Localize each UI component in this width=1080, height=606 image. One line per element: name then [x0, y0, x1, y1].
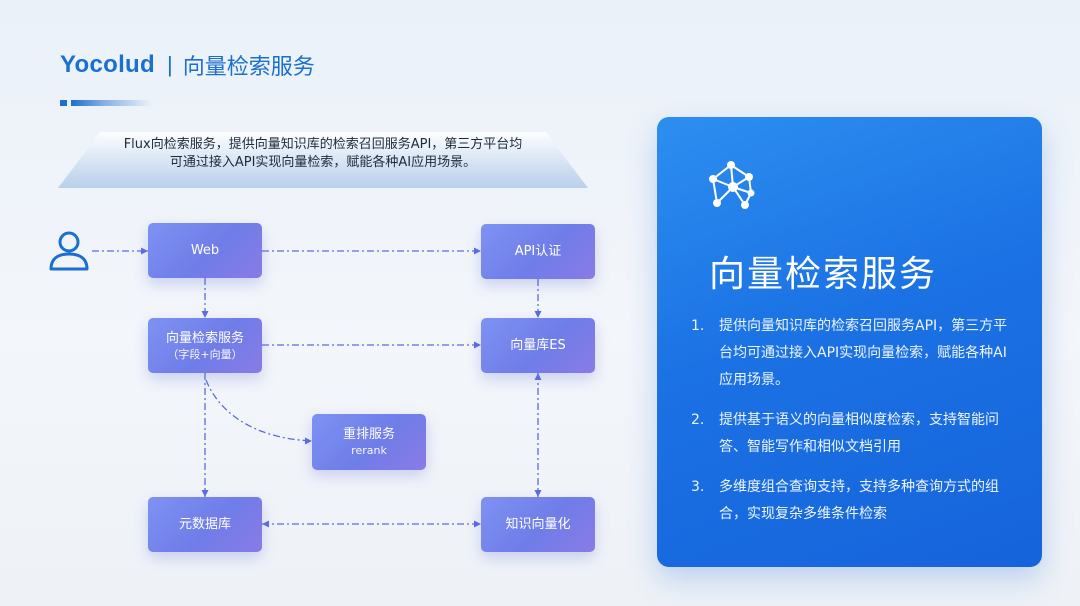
intro-text: Flux向检索服务，提供向量知识库的检索召回服务API，第三方平台均 可通过接入… — [78, 136, 568, 172]
node-vector-search-sub: （字段+向量） — [167, 347, 243, 361]
arrow-metadata-db — [201, 490, 209, 497]
node-web-label: Web — [190, 243, 220, 258]
edge-vector-search-rerank — [205, 379, 313, 442]
arrow-vector-db-top — [534, 311, 542, 318]
intro-line-1: Flux向检索服务，提供向量知识库的检索召回服务API，第三方平台均 — [123, 137, 523, 152]
list-item: 3. 多维度组合查询支持，支持多种查询方式的组合，实现复杂多维条件检索 — [691, 474, 1009, 528]
arrow-metadata-right — [262, 520, 269, 528]
feature-panel: 向量检索服务 1. 提供向量知识库的检索召回服务API，第三方平台均可通过接入A… — [657, 117, 1042, 567]
arrow-vector-db-left — [474, 341, 481, 349]
node-vector-db: 向量库ES — [481, 318, 595, 373]
title-separator: | — [166, 52, 173, 77]
arrow-rerank — [305, 437, 312, 445]
list-item-text: 提供向量知识库的检索召回服务API，第三方平台均可通过接入API实现向量检索，赋… — [719, 318, 1008, 388]
node-metadata-db-label: 元数据库 — [178, 517, 231, 532]
list-item-text: 提供基于语义的向量相似度检索，支持智能问答、智能写作和相似文档引用 — [719, 412, 999, 455]
arrow-web — [141, 247, 148, 255]
node-web: Web — [148, 223, 262, 278]
node-metadata-db: 元数据库 — [148, 497, 262, 552]
list-item: 1. 提供向量知识库的检索召回服务API，第三方平台均可通过接入API实现向量检… — [691, 313, 1009, 394]
node-rerank-sub: rerank — [351, 444, 387, 457]
network-icon — [709, 161, 755, 209]
intro-line-2: 可通过接入API实现向量检索，赋能各种AI应用场景。 — [169, 155, 477, 170]
panel-title: 向量检索服务 — [709, 254, 938, 295]
node-api-auth: API认证 — [481, 224, 595, 279]
node-vector-search: 向量检索服务 （字段+向量） — [148, 318, 262, 373]
list-item-text: 多维度组合查询支持，支持多种查询方式的组合，实现复杂多维条件检索 — [719, 479, 999, 522]
list-item-number: 3. — [691, 479, 705, 495]
feature-list: 1. 提供向量知识库的检索召回服务API，第三方平台均可通过接入API实现向量检… — [691, 313, 1009, 541]
arrow-knowledge-left — [474, 520, 481, 528]
title-underline — [60, 100, 152, 106]
node-vector-db-label: 向量库ES — [510, 338, 566, 353]
brand-name: Yocolud — [60, 51, 155, 78]
node-rerank-label: 重排服务 — [342, 427, 395, 442]
list-item: 2. 提供基于语义的向量相似度检索，支持智能问答、智能写作和相似文档引用 — [691, 407, 1009, 461]
list-item-number: 1. — [691, 318, 705, 334]
node-rerank: 重排服务 rerank — [312, 414, 426, 470]
arrow-knowledge-top — [534, 490, 542, 497]
intro-banner — [58, 132, 588, 188]
arrow-vector-search — [201, 311, 209, 318]
arrow-api-auth — [474, 247, 481, 255]
page-subtitle: 向量检索服务 — [182, 55, 315, 80]
page-title: Yocolud | 向量检索服务 — [60, 48, 315, 82]
node-knowledge-vectorize: 知识向量化 — [481, 497, 595, 552]
node-api-auth-label: API认证 — [514, 244, 562, 259]
user-icon — [49, 231, 89, 271]
list-item-number: 2. — [691, 412, 705, 428]
node-vector-search-label: 向量检索服务 — [165, 330, 244, 346]
arrow-vector-db-up — [534, 373, 542, 380]
node-knowledge-vectorize-label: 知识向量化 — [505, 517, 571, 532]
